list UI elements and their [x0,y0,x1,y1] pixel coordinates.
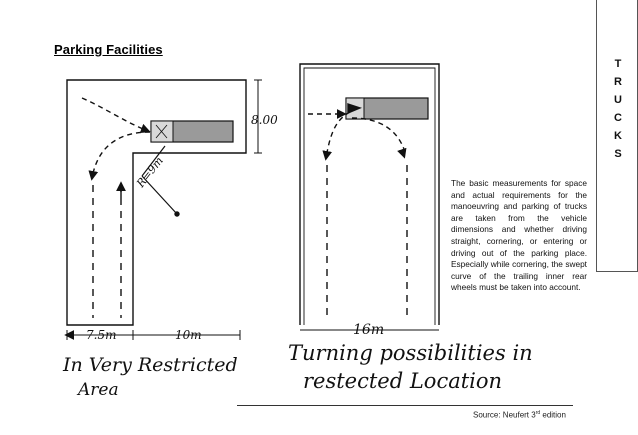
tab-letter: C [614,112,622,124]
source-sup: rd [535,410,541,416]
left-sketch [64,79,262,340]
width-dimension-b-label: 10m [175,328,202,342]
right-sketch-outline [299,63,440,325]
right-caption-line2: restected Location [303,369,502,393]
width-dimension-a-label: 7.5m [86,328,116,342]
turning-path-right [351,117,406,153]
height-dimension-label: 8.00 [251,113,278,127]
source-suffix: edition [540,410,566,420]
left-sketch-outline [66,79,247,326]
section-tab: T R U C K S [596,0,638,272]
tab-letter: S [614,148,622,160]
tab-letter: T [614,58,622,70]
entry-path [81,97,151,134]
right-width-label: 16m [353,322,384,338]
radius-line [141,175,178,215]
left-caption-line2: Area [76,380,119,400]
description-text: The basic measurements for space and act… [451,178,587,293]
tab-letter: K [614,130,622,142]
tab-letter: R [614,76,622,88]
right-sketch [299,63,440,331]
source-citation: Source: Neufert 3rd edition [473,410,566,420]
slide-title: Parking Facilities [54,42,163,57]
turning-path [88,131,151,181]
turning-path-left [322,111,351,161]
tab-letter: U [614,94,622,106]
footer-divider [237,405,573,406]
left-caption-line1: In Very Restricted [62,354,238,376]
source-prefix: Source: Neufert 3 [473,410,536,420]
right-caption-line1: Turning possibilities in [288,341,533,365]
